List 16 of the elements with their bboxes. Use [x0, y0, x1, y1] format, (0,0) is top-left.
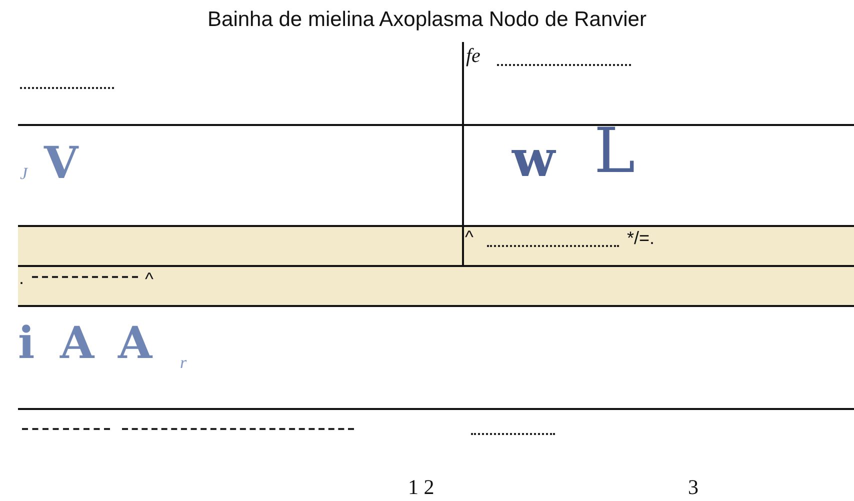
symbol-marks: */=. [627, 229, 655, 247]
small-letter: J [20, 165, 28, 182]
large-letter: A [118, 322, 152, 366]
caret-mark: ^ [145, 270, 154, 288]
dot-mark: . [19, 269, 24, 287]
small-letter: r [180, 354, 187, 371]
callout-number: 1 2 [408, 477, 434, 498]
large-letter: V [44, 142, 78, 186]
large-letter: A [60, 322, 94, 366]
caret-mark: ^ [465, 228, 474, 246]
large-letter: i [18, 322, 35, 366]
title: Bainha de mielina Axoplasma Nodo de Ranvier [206, 8, 648, 32]
large-letter: L [594, 120, 636, 182]
italic-letters: fe [466, 46, 480, 66]
large-letter: w [512, 134, 556, 184]
callout-number: 3 [688, 477, 698, 498]
